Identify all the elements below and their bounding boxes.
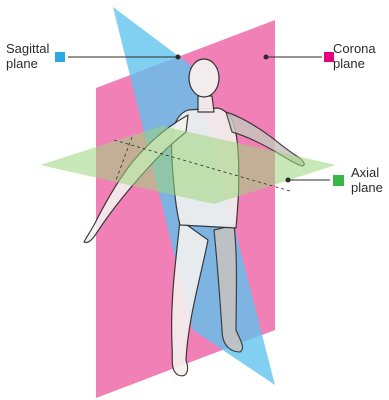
- sagittal-label-line2: plane: [6, 56, 49, 71]
- coronal-leader-dot: [264, 55, 269, 60]
- axial-label-line1: Axial: [351, 165, 383, 180]
- axial-plane-label: Axial plane: [351, 165, 383, 195]
- sagittal-swatch: [55, 52, 65, 62]
- sagittal-leader-dot: [176, 55, 181, 60]
- coronal-label-line1: Corona: [333, 41, 376, 56]
- coronal-label-line2: plane: [333, 56, 376, 71]
- axial-leader-dot: [286, 178, 291, 183]
- coronal-plane-label: Corona plane: [333, 41, 376, 71]
- axial-label-line2: plane: [351, 180, 383, 195]
- axial-swatch: [333, 175, 344, 186]
- axial-plane: [40, 126, 336, 204]
- sagittal-label-line1: Sagittal: [6, 41, 49, 56]
- sagittal-plane-label: Sagittal plane: [6, 41, 49, 71]
